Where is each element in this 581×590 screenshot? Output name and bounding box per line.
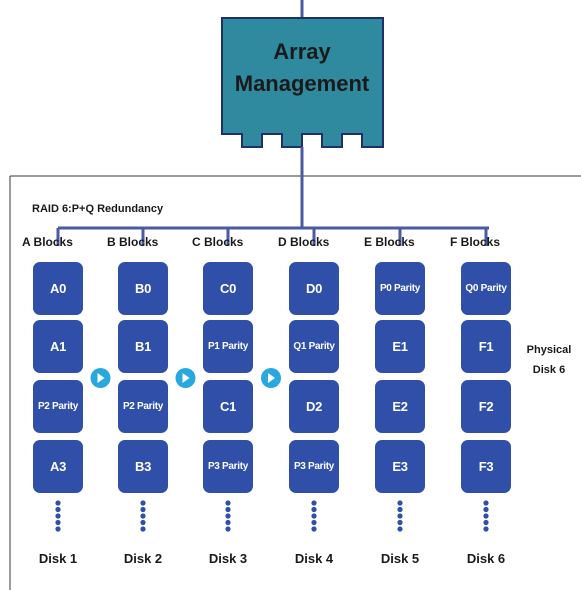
- data-block: B0: [118, 262, 168, 315]
- data-block: A1: [33, 320, 83, 373]
- column-label: F Blocks: [450, 235, 501, 249]
- disk-label: Disk 5: [380, 551, 420, 566]
- continuation-dot: [140, 513, 146, 519]
- data-block: B3: [118, 440, 168, 493]
- continuation-dot: [483, 513, 489, 519]
- array-management-box: [221, 17, 384, 148]
- continuation-dot: [225, 506, 231, 513]
- column-label: B Blocks: [107, 235, 159, 249]
- array-management-label: Array Management: [222, 36, 382, 100]
- data-block: B1: [118, 320, 168, 373]
- continuation-dot: [225, 519, 231, 526]
- continuation-dot: [140, 526, 146, 532]
- data-block: F2: [461, 380, 511, 433]
- disk-label: Disk 1: [38, 551, 78, 566]
- continuation-dot: [311, 519, 317, 526]
- continuation-dot: [140, 500, 146, 506]
- data-block: Q1 Parity: [289, 320, 339, 373]
- continuation-dot: [397, 500, 403, 506]
- data-block: D2: [289, 380, 339, 433]
- data-block: E3: [375, 440, 425, 493]
- continuation-dot: [140, 519, 146, 526]
- column-label: D Blocks: [278, 235, 330, 249]
- continuation-dot: [483, 519, 489, 526]
- data-block: E1: [375, 320, 425, 373]
- continuation-dot: [55, 526, 61, 532]
- data-block: F3: [461, 440, 511, 493]
- data-block: F1: [461, 320, 511, 373]
- flow-arrows: [90, 368, 281, 388]
- continuation-dot: [483, 506, 489, 513]
- raid-title: RAID 6:P+Q Redundancy: [32, 203, 164, 215]
- disk-label: Disk 6: [466, 551, 506, 566]
- column-label: C Blocks: [192, 235, 244, 249]
- data-block: C1: [203, 380, 253, 433]
- data-block: P3 Parity: [289, 440, 339, 493]
- continuation-dot: [55, 513, 61, 519]
- disk-label: Disk 4: [294, 551, 334, 566]
- data-block: P1 Parity: [203, 320, 253, 373]
- continuation-dots: [55, 500, 489, 532]
- continuation-dot: [311, 513, 317, 519]
- column-label: E Blocks: [364, 235, 415, 249]
- flow-arrow-icon: [175, 368, 196, 388]
- continuation-dot: [55, 500, 61, 506]
- data-block: P2 Parity: [118, 380, 168, 433]
- column-label: A Blocks: [22, 235, 73, 249]
- disk-label: Disk 3: [208, 551, 248, 566]
- array-management-text: Array Management: [234, 39, 370, 96]
- data-block: E2: [375, 380, 425, 433]
- continuation-dot: [311, 526, 317, 532]
- continuation-dot: [225, 526, 231, 532]
- physical-disk-label: Physical Disk 6: [526, 344, 572, 376]
- continuation-dot: [397, 526, 403, 532]
- continuation-dot: [397, 506, 403, 513]
- data-block: A3: [33, 440, 83, 493]
- data-block: D0: [289, 262, 339, 315]
- continuation-dot: [397, 513, 403, 519]
- continuation-dot: [483, 500, 489, 506]
- continuation-dot: [140, 506, 146, 513]
- data-block: P2 Parity: [33, 380, 83, 433]
- continuation-dot: [55, 506, 61, 513]
- continuation-dot: [225, 513, 231, 519]
- flow-arrow-icon: [261, 368, 281, 388]
- continuation-dot: [311, 506, 317, 513]
- data-block: C0: [203, 262, 253, 315]
- data-block: Q0 Parity: [461, 262, 511, 315]
- disk-label: Disk 2: [123, 551, 163, 566]
- flow-arrow-icon: [90, 368, 111, 388]
- data-block: P3 Parity: [203, 440, 253, 493]
- continuation-dot: [225, 500, 231, 506]
- continuation-dot: [397, 519, 403, 526]
- continuation-dot: [483, 526, 489, 532]
- data-block: A0: [33, 262, 83, 315]
- continuation-dot: [55, 519, 61, 526]
- data-block: P0 Parity: [375, 262, 425, 315]
- continuation-dot: [311, 500, 317, 506]
- column-drop-lines: [56, 228, 488, 246]
